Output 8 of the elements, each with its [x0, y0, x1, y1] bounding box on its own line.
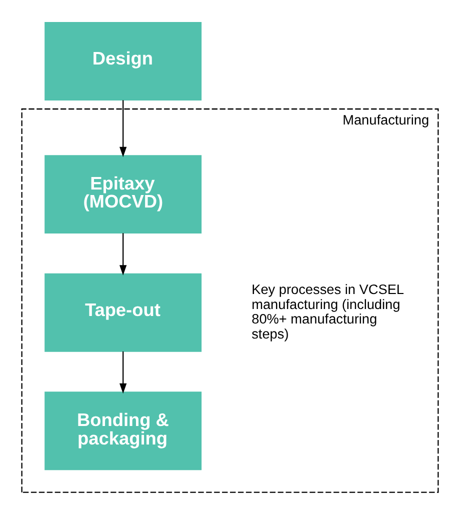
arrow: [119, 351, 127, 394]
node-box: Design: [44, 22, 202, 100]
node-box: Epitaxy (MOCVD): [44, 155, 202, 234]
arrow: [119, 233, 127, 276]
node-box: Bonding & packaging: [44, 392, 202, 470]
label: Key processes in VCSEL manufacturing (including 80%+ manufacturing steps): [252, 282, 404, 342]
node-box: Tape-out: [44, 273, 202, 352]
arrow: [119, 100, 127, 158]
